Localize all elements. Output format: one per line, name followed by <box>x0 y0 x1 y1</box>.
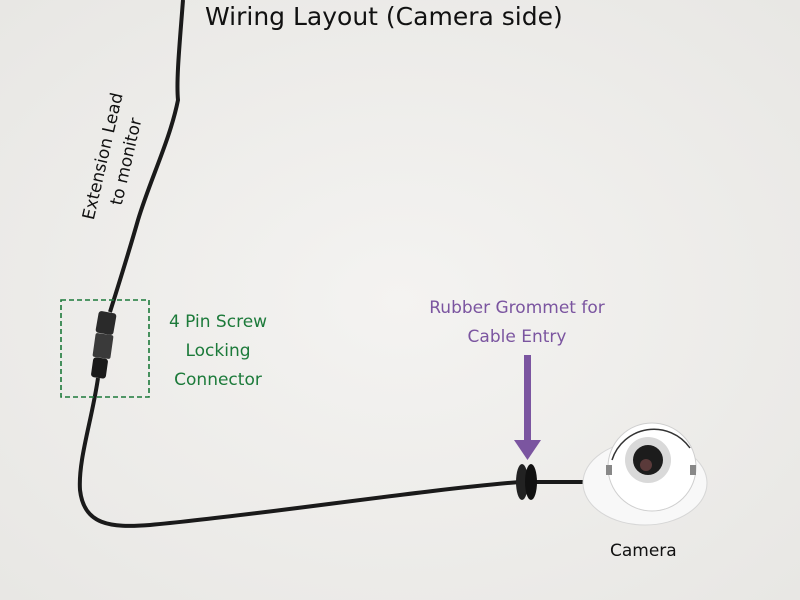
connector-highlight-box <box>60 299 150 398</box>
connector-label: 4 Pin Screw Locking Connector <box>158 308 278 395</box>
connector-label-line: Locking <box>185 341 251 361</box>
connector-label-line: 4 Pin Screw <box>168 312 268 332</box>
screw-connector <box>91 311 117 379</box>
rubber-grommet <box>516 464 537 500</box>
camera-label: Camera <box>610 541 677 561</box>
grommet-label-line: Cable Entry <box>467 327 567 347</box>
extension-cable <box>108 0 185 313</box>
connector-label-line: Connector <box>174 370 262 390</box>
grommet-label: Rubber Grommet for Cable Entry <box>412 294 622 352</box>
grommet-arrow <box>514 355 541 460</box>
grommet-label-line: Rubber Grommet for <box>429 298 605 318</box>
diagram-title: Wiring Layout (Camera side) <box>205 2 563 31</box>
camera-cable <box>77 377 600 528</box>
dome-camera <box>582 422 708 526</box>
